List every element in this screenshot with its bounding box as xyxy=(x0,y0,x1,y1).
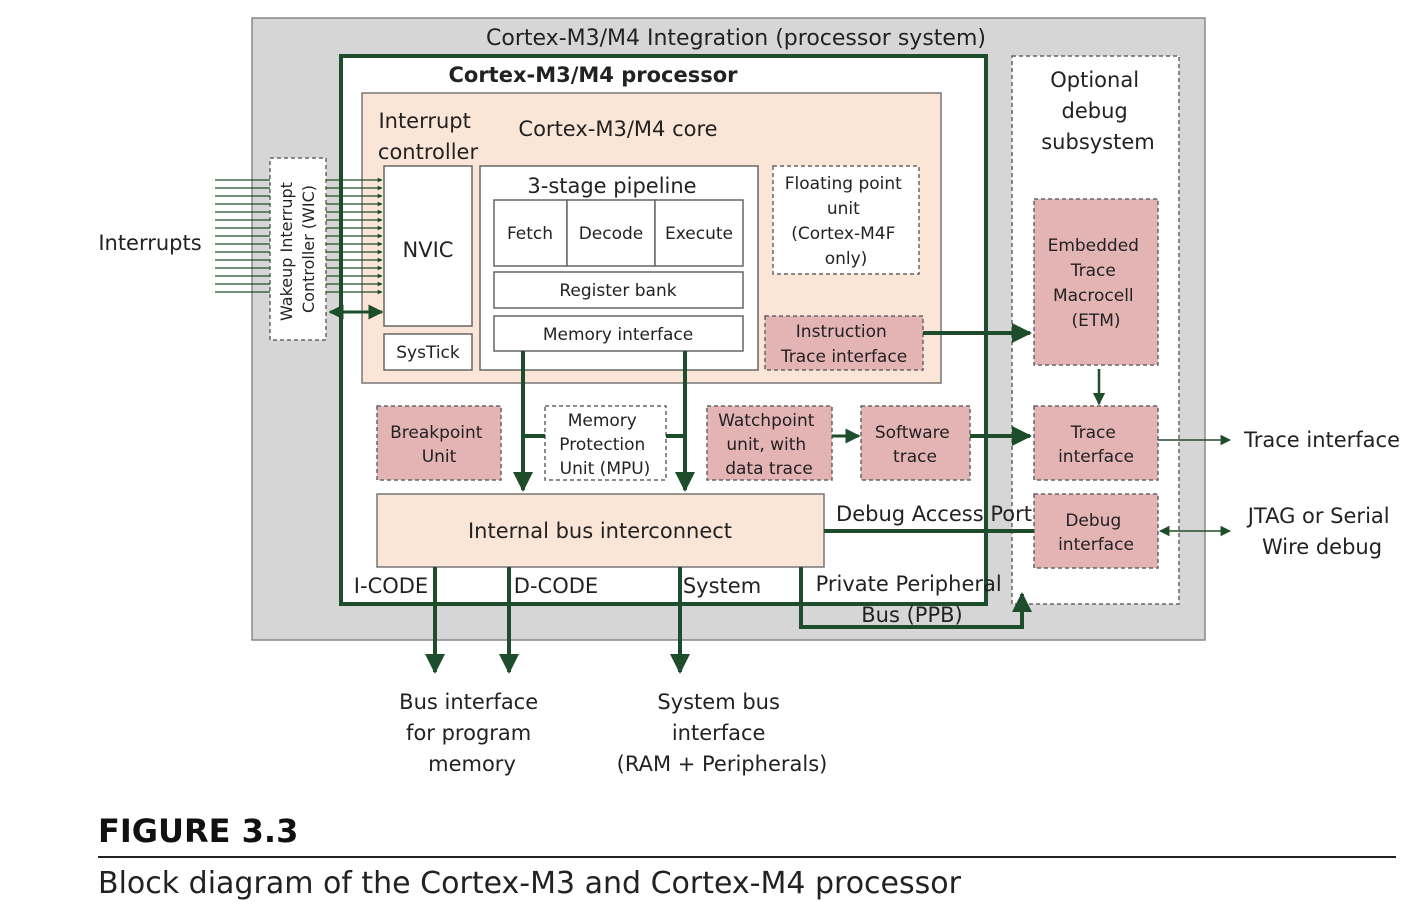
dcode-label: D-CODE xyxy=(514,574,598,598)
etm-label: Embedded Trace Macrocell (ETM) xyxy=(1048,236,1145,331)
system-label: System xyxy=(683,574,761,598)
fpu-block xyxy=(772,165,920,275)
breakpoint-block xyxy=(376,405,502,481)
fpu-label: Floating point unit (Cortex-M4F only) xyxy=(785,174,907,269)
stage-fetch-label: Fetch xyxy=(507,224,553,244)
watchpoint-label: Watchpoint unit, with data trace xyxy=(718,411,820,479)
trace-output-label: Trace interface xyxy=(1243,428,1400,452)
processor-title: Cortex-M3/M4 processor xyxy=(448,63,738,87)
itm-label: Instruction Trace interface xyxy=(780,322,907,367)
wic-block xyxy=(269,157,327,341)
itm-block xyxy=(764,315,924,371)
stage-execute xyxy=(654,199,744,267)
bus-output-arrows xyxy=(425,567,1032,674)
jtag-label: JTAG or Serial Wire debug xyxy=(1246,504,1397,559)
stage-fetch xyxy=(493,199,568,267)
integration-title: Cortex-M3/M4 Integration (processor syst… xyxy=(486,26,986,51)
trace-interface-label: Trace interface xyxy=(1058,423,1134,467)
memory-interface-label: Memory interface xyxy=(543,325,693,345)
etm-block xyxy=(1033,198,1159,366)
watchpoint-block xyxy=(706,405,833,481)
software-trace-label: Software trace xyxy=(875,423,955,467)
ppb-label: Private Peripheral Bus (PPB) xyxy=(816,572,1009,627)
stage-execute-label: Execute xyxy=(665,224,733,244)
stage-decode-label: Decode xyxy=(579,224,644,244)
figure-caption: Block diagram of the Cortex-M3 and Corte… xyxy=(98,866,961,901)
system-bus-label: System bus interface (RAM + Peripherals) xyxy=(617,690,828,776)
debug-interface-label: Debug interface xyxy=(1058,511,1134,555)
program-memory-label: Bus interface for program memory xyxy=(399,690,545,776)
memory-bus-arrows xyxy=(513,351,695,492)
memory-interface-block xyxy=(493,315,744,352)
bus-interconnect-block xyxy=(376,493,825,568)
systick-label: SysTick xyxy=(396,343,460,363)
figure-label: FIGURE 3.3 xyxy=(98,812,299,850)
mpu-block xyxy=(544,405,667,481)
core-title: Cortex-M3/M4 core xyxy=(518,117,717,141)
debug-access-port-label: Debug Access Port xyxy=(836,502,1032,526)
systick-block xyxy=(383,333,473,371)
nvic-label: NVIC xyxy=(403,238,454,262)
register-bank-label: Register bank xyxy=(559,281,676,301)
icode-label: I-CODE xyxy=(354,574,428,598)
mpu-label: Memory Protection Unit (MPU) xyxy=(559,411,650,479)
bus-interconnect-label: Internal bus interconnect xyxy=(468,519,732,543)
trace-interface-block xyxy=(1033,405,1159,481)
block-diagram: Cortex-M3/M4 Integration (processor syst… xyxy=(98,17,1400,776)
interrupt-lines xyxy=(215,177,383,295)
breakpoint-label: Breakpoint Unit xyxy=(390,423,488,467)
figure-divider xyxy=(98,856,1396,858)
stage-decode xyxy=(566,199,656,267)
interrupt-controller-label: Interrupt controller xyxy=(378,109,479,164)
register-bank-block xyxy=(493,271,744,309)
debug-subsystem-title: Optional debug subsystem xyxy=(1041,68,1155,154)
interrupts-label: Interrupts xyxy=(98,231,201,255)
debug-interface-block xyxy=(1033,493,1159,569)
wic-label: Wakeup Interrupt Controller (WIC) xyxy=(277,177,318,321)
pipeline-title: 3-stage pipeline xyxy=(527,174,696,198)
nvic-block xyxy=(383,165,473,327)
software-trace-block xyxy=(860,405,971,481)
